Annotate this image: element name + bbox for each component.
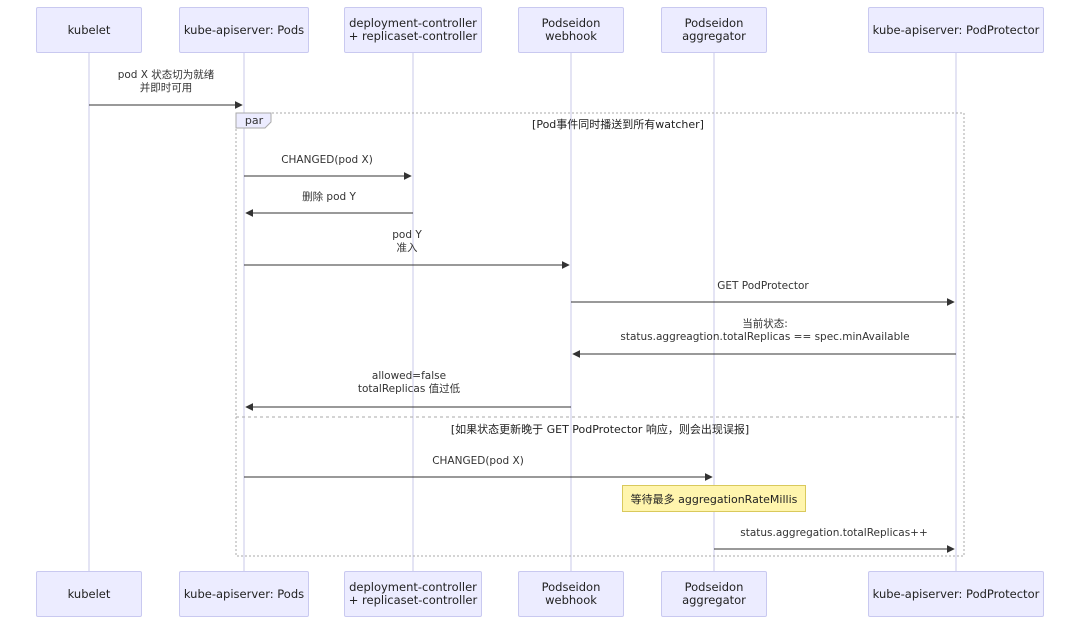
message-label-4: pod Y 准入 [392, 229, 422, 254]
message-label-9: status.aggregation.totalReplicas++ [740, 527, 928, 539]
par-condition-1: [Pod事件同时播送到所有watcher] [532, 118, 704, 131]
actor-bottom-controllers: deployment-controller + replicaset-contr… [344, 571, 482, 617]
par-condition-2: [如果状态更新晚于 GET PodProtector 响应，则会出现误报] [450, 423, 750, 436]
par-frame [235, 112, 965, 557]
actor-top-webhook: Podseidon webhook [518, 7, 624, 53]
actor-top-aggregator: Podseidon aggregator [661, 7, 767, 53]
par-label-tab [235, 112, 272, 129]
actor-bottom-kubelet: kubelet [36, 571, 142, 617]
message-label-3: 删除 pod Y [302, 191, 356, 203]
actor-bottom-apiserver-pods: kube-apiserver: Pods [179, 571, 309, 617]
actor-top-apiserver-podprotector: kube-apiserver: PodProtector [868, 7, 1044, 53]
message-label-8: CHANGED(pod X) [432, 455, 524, 467]
note-aggregator: 等待最多 aggregationRateMillis [622, 485, 806, 512]
par-label: par [244, 114, 264, 127]
message-label-2: CHANGED(pod X) [281, 154, 373, 166]
message-label-7: allowed=false totalReplicas 值过低 [357, 370, 461, 395]
actor-top-apiserver-pods: kube-apiserver: Pods [179, 7, 309, 53]
actor-bottom-webhook: Podseidon webhook [518, 571, 624, 617]
message-label-5: GET PodProtector [717, 280, 809, 292]
actor-top-kubelet: kubelet [36, 7, 142, 53]
message-label-1: pod X 状态切为就绪 并即时可用 [117, 69, 215, 94]
actor-bottom-apiserver-podprotector: kube-apiserver: PodProtector [868, 571, 1044, 617]
actor-bottom-aggregator: Podseidon aggregator [661, 571, 767, 617]
actor-top-controllers: deployment-controller + replicaset-contr… [344, 7, 482, 53]
message-label-6: 当前状态: status.aggreagtion.totalReplicas =… [620, 318, 910, 343]
